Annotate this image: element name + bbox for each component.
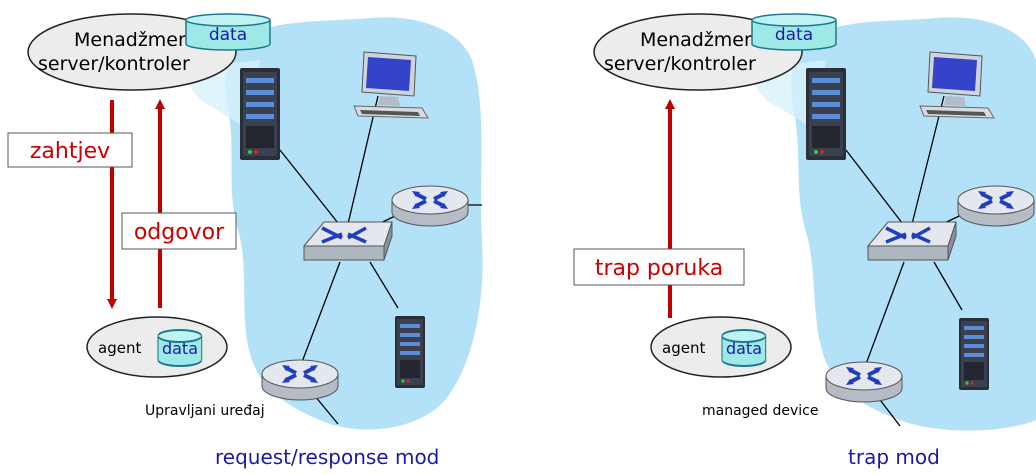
agent-label: agent [98,339,141,357]
right-panel: Menadžmen server/kontroler data trap por… [573,13,1036,469]
server-icon [395,316,425,388]
manager-label-line2: server/kontroler [38,53,190,75]
trap-box [573,248,745,286]
server-icon [240,68,280,160]
managed-device-label: managed device [702,403,819,419]
database-cylinder-icon [157,329,203,367]
manager-oval [593,13,803,91]
manager-label-line1: Menadžmen [640,29,756,51]
left-panel: Menadžmen server/kontroler data zahtjev … [7,13,483,469]
managed-device-label: Upravljani uređaj [145,403,265,419]
mode-caption: trap mod [848,445,940,469]
manager-data-label: data [209,25,247,45]
network-links [845,95,977,427]
router-icon [956,184,1036,228]
response-box [121,212,237,250]
agent-data-label: data [726,339,762,358]
trap-label: trap poruka [595,256,723,281]
router-icon [390,184,470,228]
manager-data-label: data [775,25,813,45]
mode-caption: request/response mod [215,445,439,469]
router-icon [260,358,340,402]
manager-label-line2: server/kontroler [604,53,756,75]
manager-oval [27,13,237,91]
router-icon [824,360,904,404]
server-icon [959,318,989,390]
server-icon [806,68,846,160]
request-label: zahtjev [30,139,110,164]
response-label: odgovor [134,220,225,245]
manager-label-line1: Menadžmen [74,29,190,51]
agent-data-label: data [162,339,198,358]
agent-label: agent [662,339,705,357]
request-box [7,132,133,168]
database-cylinder-icon [721,329,767,367]
